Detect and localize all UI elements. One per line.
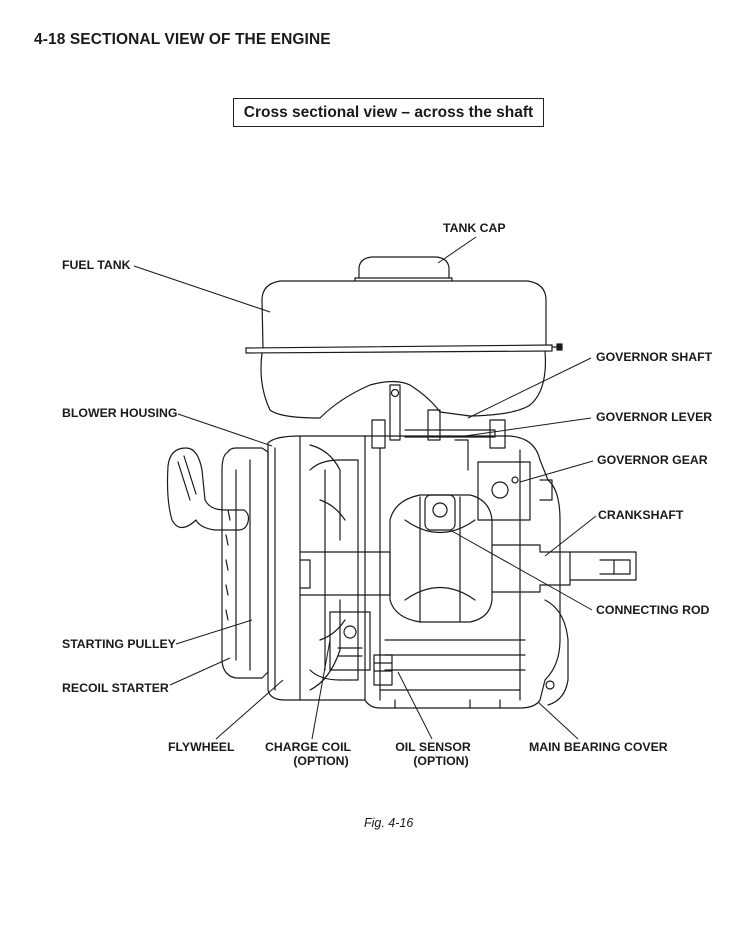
recoil-starter-shape bbox=[222, 448, 268, 678]
leader-starting-pulley bbox=[176, 620, 252, 644]
label-recoil-starter: RECOIL STARTER bbox=[62, 681, 169, 695]
leader-charge-coil bbox=[312, 640, 330, 739]
leader-governor-shaft bbox=[468, 358, 591, 418]
label-blower-housing: BLOWER HOUSING bbox=[62, 406, 178, 420]
label-main-bearing-cover: MAIN BEARING COVER bbox=[529, 740, 668, 754]
crankcase-shape bbox=[365, 436, 560, 708]
crankshaft-shape bbox=[300, 545, 636, 595]
label-oil-sensor: OIL SENSOR (OPTION) bbox=[392, 740, 474, 768]
view-title-box: Cross sectional view – across the shaft bbox=[233, 98, 544, 127]
label-fuel-tank: FUEL TANK bbox=[62, 258, 131, 272]
label-oil-sensor-name: OIL SENSOR bbox=[395, 740, 471, 754]
label-connecting-rod: CONNECTING ROD bbox=[596, 603, 710, 617]
leader-blower-housing bbox=[178, 414, 272, 446]
leader-governor-gear bbox=[520, 461, 593, 482]
label-charge-coil-name: CHARGE COIL bbox=[264, 740, 352, 754]
leader-tank-cap bbox=[438, 237, 476, 263]
crankshaft-assembly-shape bbox=[390, 495, 492, 622]
figure-caption: Fig. 4-16 bbox=[364, 816, 414, 830]
fuel-tank-shape bbox=[246, 281, 562, 418]
leader-recoil-starter bbox=[170, 658, 230, 685]
oil-sensor-shape bbox=[374, 655, 392, 685]
leader-oil-sensor bbox=[398, 672, 432, 739]
leader-main-bearing-cover bbox=[538, 702, 578, 739]
governor-mechanism-shape bbox=[372, 385, 505, 470]
label-tank-cap: TANK CAP bbox=[443, 221, 506, 235]
tank-cap-shape bbox=[355, 257, 452, 281]
label-governor-gear: GOVERNOR GEAR bbox=[597, 453, 708, 467]
flywheel-shape bbox=[310, 460, 358, 680]
leader-fuel-tank bbox=[134, 266, 270, 312]
label-oil-sensor-note: (OPTION) bbox=[413, 754, 469, 768]
leader-governor-lever bbox=[458, 418, 591, 437]
label-starting-pulley: STARTING PULLEY bbox=[62, 637, 176, 651]
label-crankshaft: CRANKSHAFT bbox=[598, 508, 684, 522]
label-flywheel: FLYWHEEL bbox=[168, 740, 235, 754]
section-title: 4-18 SECTIONAL VIEW OF THE ENGINE bbox=[34, 31, 331, 48]
main-bearing-cover-shape bbox=[545, 600, 568, 705]
leader-flywheel bbox=[216, 680, 283, 739]
label-governor-shaft: GOVERNOR SHAFT bbox=[596, 350, 713, 364]
governor-gear-shape bbox=[478, 462, 552, 520]
leader-connecting-rod bbox=[450, 530, 592, 610]
charge-coil-shape bbox=[330, 612, 370, 670]
label-charge-coil: CHARGE COIL (OPTION) bbox=[262, 740, 354, 768]
starter-handle-shape bbox=[168, 448, 249, 530]
label-governor-lever: GOVERNOR LEVER bbox=[596, 410, 713, 424]
blower-housing-shape bbox=[268, 436, 365, 700]
leader-crankshaft bbox=[545, 516, 596, 556]
label-charge-coil-note: (OPTION) bbox=[293, 754, 349, 768]
